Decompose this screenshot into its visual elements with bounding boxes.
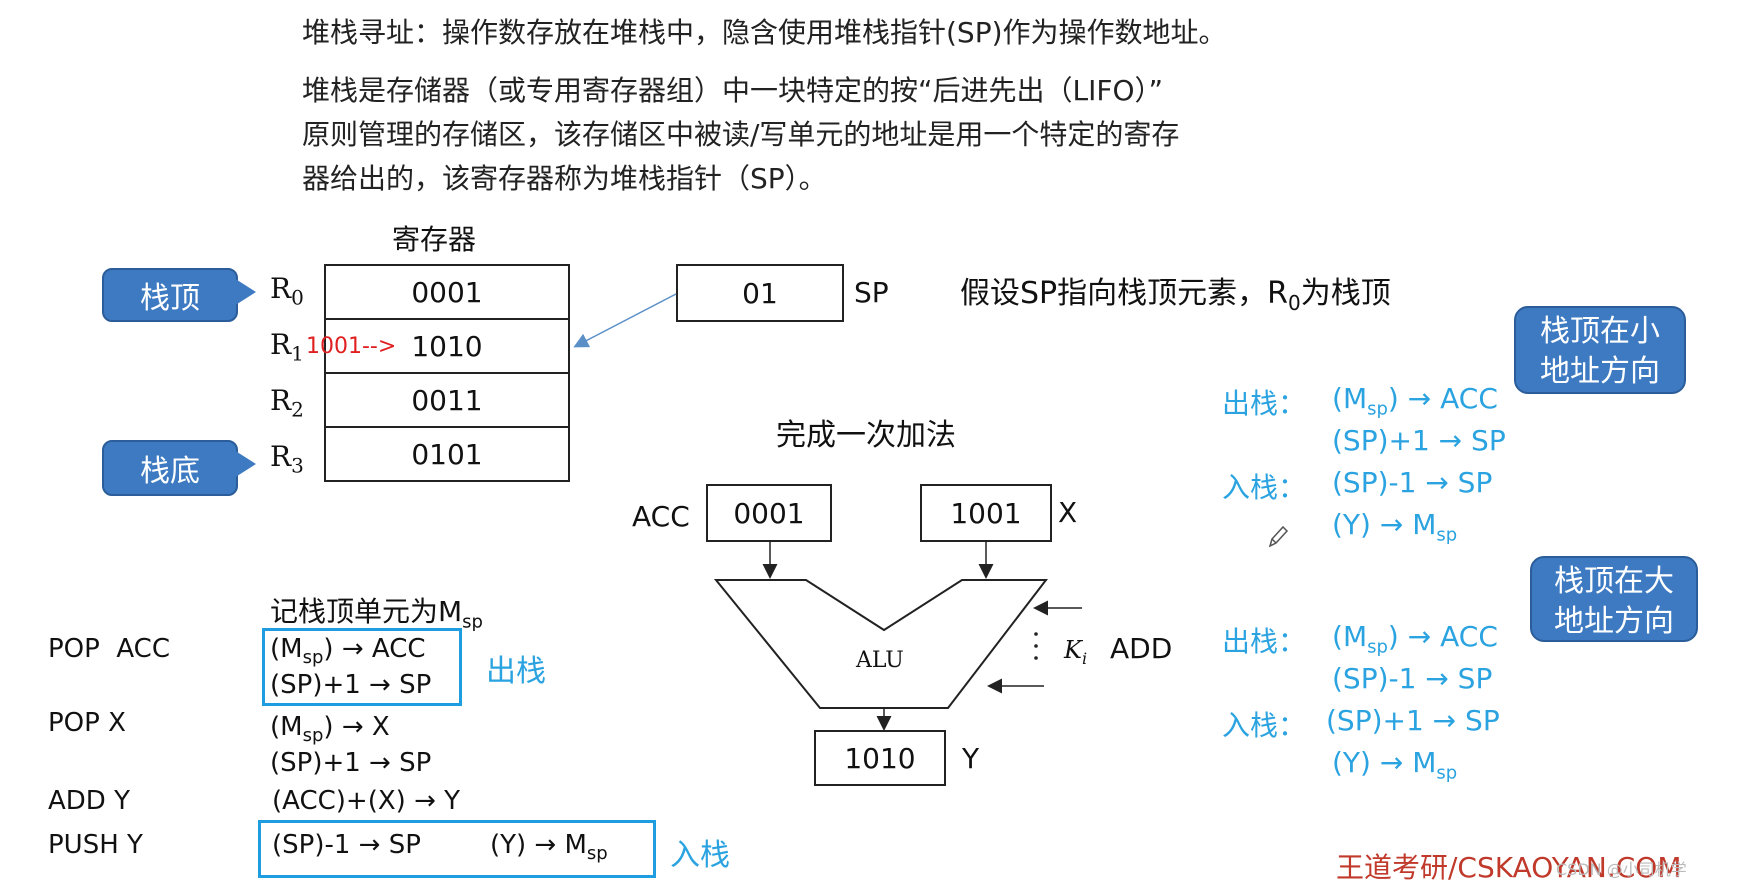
- op-pop-acc-1: (Msp) → ACC: [270, 634, 426, 669]
- instr-pop-acc: POP ACC: [48, 634, 170, 664]
- op-pop-x-2: (SP)+1 → SP: [270, 748, 432, 778]
- x-register-box: 1001: [920, 484, 1052, 542]
- acc-register-box: 0001: [706, 484, 832, 542]
- small-pop-op-1: (Msp) → ACC: [1332, 382, 1498, 420]
- alu-label: ALU: [856, 648, 904, 673]
- push-tag: 入栈: [670, 838, 730, 873]
- push-highlight-box: [258, 820, 656, 878]
- op-pop-x-1: (Msp) → X: [270, 712, 390, 747]
- small-push-label: 入栈：: [1222, 471, 1307, 504]
- op-add-y: (ACC)+(X) → Y: [272, 786, 461, 816]
- small-push-op-1: (SP)-1 → SP: [1332, 466, 1493, 499]
- register-label-r2: R2: [270, 384, 304, 422]
- small-pop-label: 出栈：: [1222, 387, 1307, 420]
- small-pop-op-2: (SP)+1 → SP: [1332, 424, 1506, 457]
- x-label: X: [1058, 496, 1078, 529]
- add-control-label: ADD: [1110, 632, 1173, 665]
- large-pop-label: 出栈：: [1222, 625, 1307, 658]
- acc-label: ACC: [632, 500, 690, 533]
- large-push-label: 入栈：: [1222, 709, 1307, 742]
- register-label-r0: R0: [270, 272, 304, 310]
- stack-top-callout-pointer: [234, 278, 256, 306]
- large-pop-op-1: (Msp) → ACC: [1332, 620, 1498, 658]
- brand-footer: 王道考研/CSKAOYAN.COM: [1336, 851, 1682, 884]
- stack-bottom-callout: 栈底: [102, 440, 238, 496]
- intro-line1: 堆栈寻址：操作数存放在堆栈中，隐含使用堆栈指针(SP)作为操作数地址。: [302, 16, 1227, 49]
- stack-bottom-callout-pointer: [234, 450, 256, 478]
- op-push-y-2: (Y) → Msp: [490, 830, 608, 865]
- intro-para-line3: 器给出的，该寄存器称为堆栈指针（SP）。: [302, 162, 827, 195]
- op-push-y-1: (SP)-1 → SP: [272, 830, 421, 860]
- alu-title: 完成一次加法: [776, 418, 956, 453]
- large-push-op-1: (SP)+1 → SP: [1326, 704, 1500, 737]
- intro-para-line2: 原则管理的存储区，该存储区中被读/写单元的地址是用一个特定的寄存: [302, 118, 1180, 151]
- sp-register-box: 01: [676, 264, 844, 322]
- register-label-r1: R1: [270, 328, 304, 366]
- small-push-op-2: (Y) → Msp: [1332, 508, 1458, 546]
- bubble-top-large-address: 栈顶在大 地址方向: [1530, 556, 1698, 642]
- control-signal-k-label: Ki: [1064, 636, 1088, 668]
- bubble-top-small-address: 栈顶在小 地址方向: [1514, 306, 1686, 394]
- r1-old-value-annotation: 1001-->: [306, 334, 397, 359]
- y-label: Y: [962, 742, 980, 775]
- large-pop-op-2: (SP)-1 → SP: [1332, 662, 1493, 695]
- instr-push-y: PUSH Y: [48, 830, 143, 860]
- instr-add-y: ADD Y: [48, 786, 130, 816]
- csdn-watermark: CSDN @小司机学: [1556, 860, 1687, 879]
- op-pop-acc-2: (SP)+1 → SP: [270, 670, 432, 700]
- pop-tag: 出栈: [486, 654, 546, 689]
- sp-assumption-note: 假设SP指向栈顶元素，R0为栈顶: [960, 276, 1391, 315]
- pop-highlight-box: [262, 628, 462, 706]
- y-register-box: 1010: [814, 730, 946, 786]
- register-title: 寄存器: [392, 223, 477, 256]
- register-cell-r3: 0101: [324, 426, 570, 482]
- large-push-op-2: (Y) → Msp: [1332, 746, 1458, 784]
- register-cell-r1: 1010: [324, 318, 570, 374]
- instr-pop-x: POP X: [48, 708, 126, 738]
- sp-label: SP: [854, 276, 889, 309]
- intro-para-line1: 堆栈是存储器（或专用寄存器组）中一块特定的按“后进先出（LIFO）”: [302, 74, 1164, 107]
- pencil-icon: [1268, 525, 1289, 548]
- msp-note: 记栈顶单元为Msp: [270, 595, 483, 633]
- register-label-r3: R3: [270, 440, 304, 478]
- register-cell-r0: 0001: [324, 264, 570, 320]
